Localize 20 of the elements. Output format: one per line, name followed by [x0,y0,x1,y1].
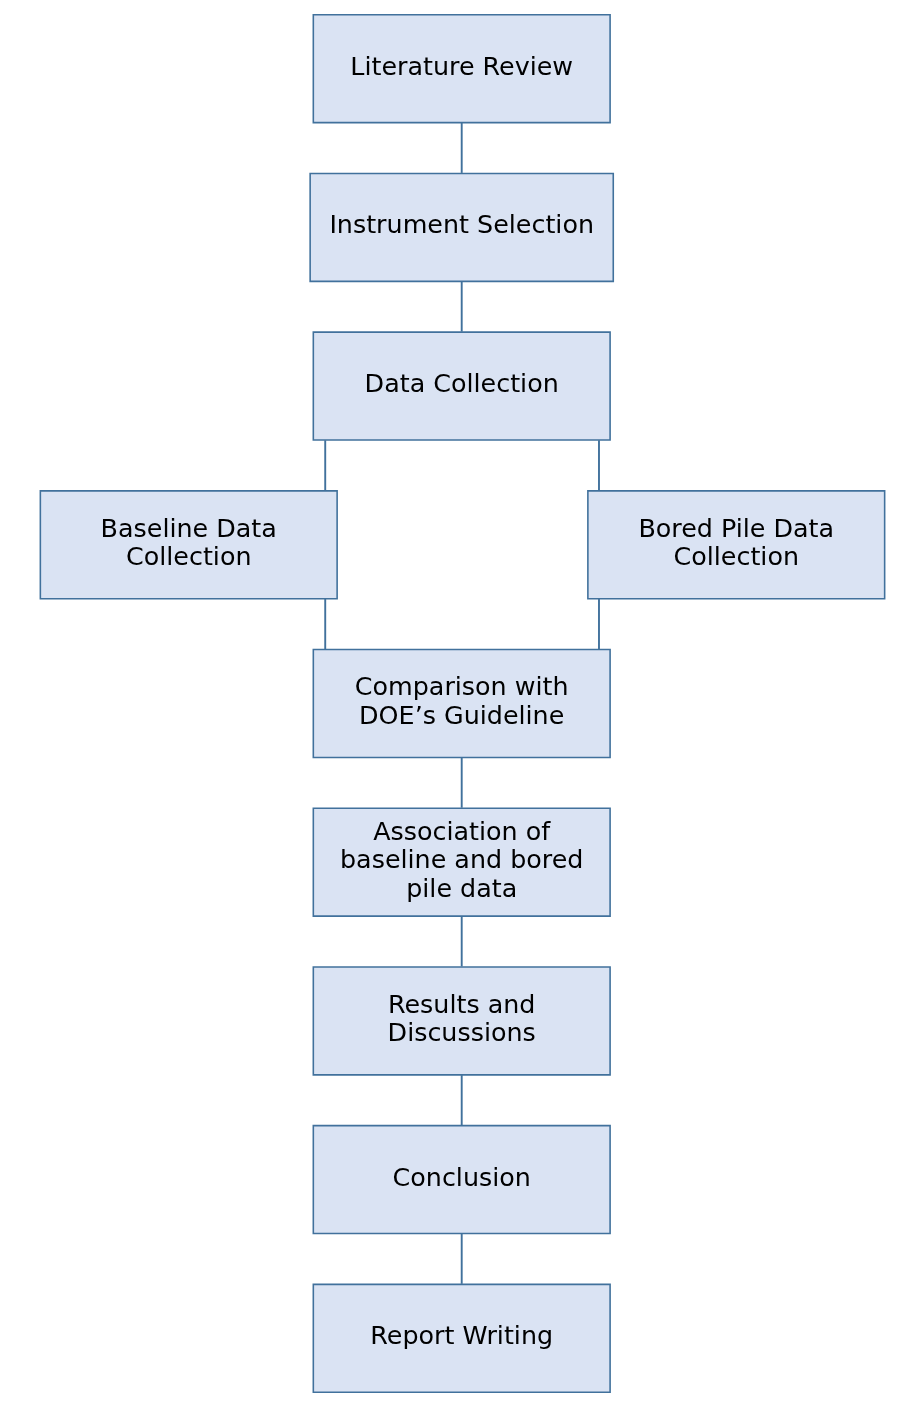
node-box: Data Collection [312,331,611,441]
connector [323,598,326,650]
node-box: Literature Review [312,13,611,124]
node-box: Report Writing [312,1283,611,1394]
node-box: Results and Discussions [312,966,611,1076]
node-box: Instrument Selection [308,172,614,283]
connector [460,1232,463,1285]
connector [597,439,600,492]
connector [460,121,463,174]
node-box: Baseline Data Collection [39,490,338,600]
connector [597,598,600,650]
connector [460,915,463,968]
connector [460,280,463,333]
node-box: Conclusion [312,1124,611,1235]
connector [460,756,463,809]
node-box: Bored Pile Data Collection [586,490,885,600]
connector [460,1074,463,1127]
node-box: Association of baseline and bored pile data [312,807,611,917]
node-box: Comparison with DOE’s Guideline [312,648,611,759]
connector [323,439,326,492]
